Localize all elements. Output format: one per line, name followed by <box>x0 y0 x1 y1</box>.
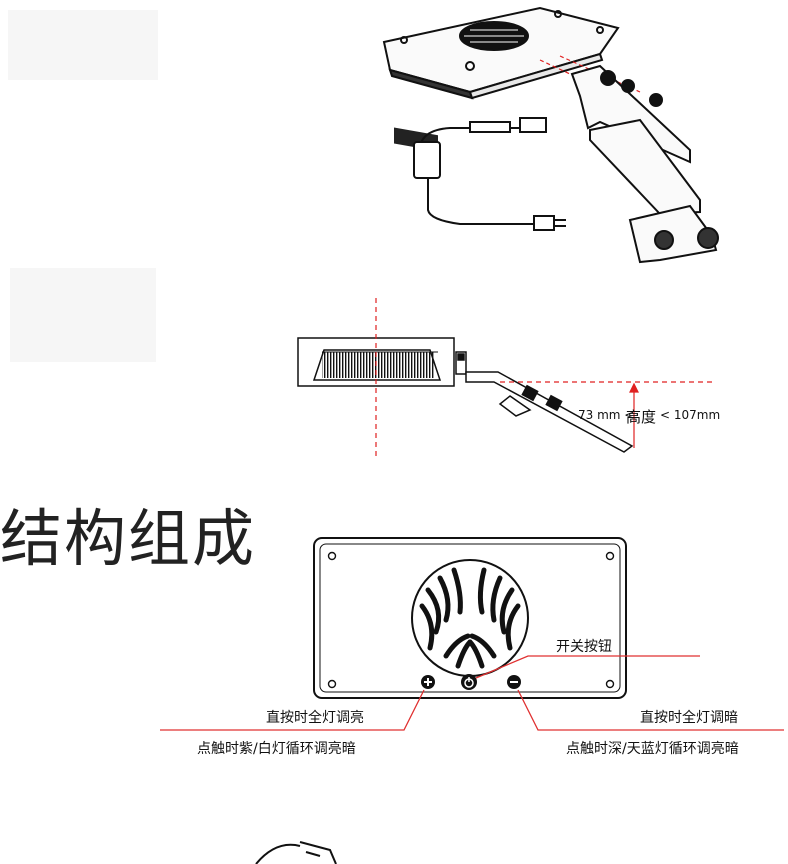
power-button-icon <box>461 674 477 690</box>
height-min-label: 73 mm < <box>578 408 635 422</box>
plus-button-icon <box>421 675 435 689</box>
section-title: 结构组成 <box>0 502 257 575</box>
side-elevation <box>297 298 712 456</box>
minus-callout-line <box>517 689 784 731</box>
height-label: 高度 <box>626 408 657 426</box>
front-panel-diagram <box>160 537 784 731</box>
isometric-lamp-assembly <box>382 6 719 264</box>
power-adapter <box>413 141 441 179</box>
minus-press-label: 直按时全灯调暗 <box>640 710 738 726</box>
switch-callout-line <box>475 655 700 679</box>
minus-button-icon <box>507 675 521 689</box>
dc-connector-left <box>469 121 511 133</box>
plus-touch-label: 点触时紫/白灯循环调亮暗 <box>197 741 356 757</box>
plus-callout-line <box>160 689 425 731</box>
plus-press-label: 直按时全灯调亮 <box>266 710 364 726</box>
background-patch-mid <box>10 268 156 362</box>
switch-button-label: 开关按钮 <box>556 639 612 655</box>
height-max-label: < 107mm <box>660 408 721 422</box>
front-panel-inner <box>319 543 621 693</box>
cable-partial <box>255 841 337 864</box>
minus-touch-label: 点触时深/天蓝灯循环调亮暗 <box>566 741 739 757</box>
background-patch-top <box>8 10 158 80</box>
power-plug <box>533 215 555 231</box>
dc-connector-right <box>519 117 547 133</box>
